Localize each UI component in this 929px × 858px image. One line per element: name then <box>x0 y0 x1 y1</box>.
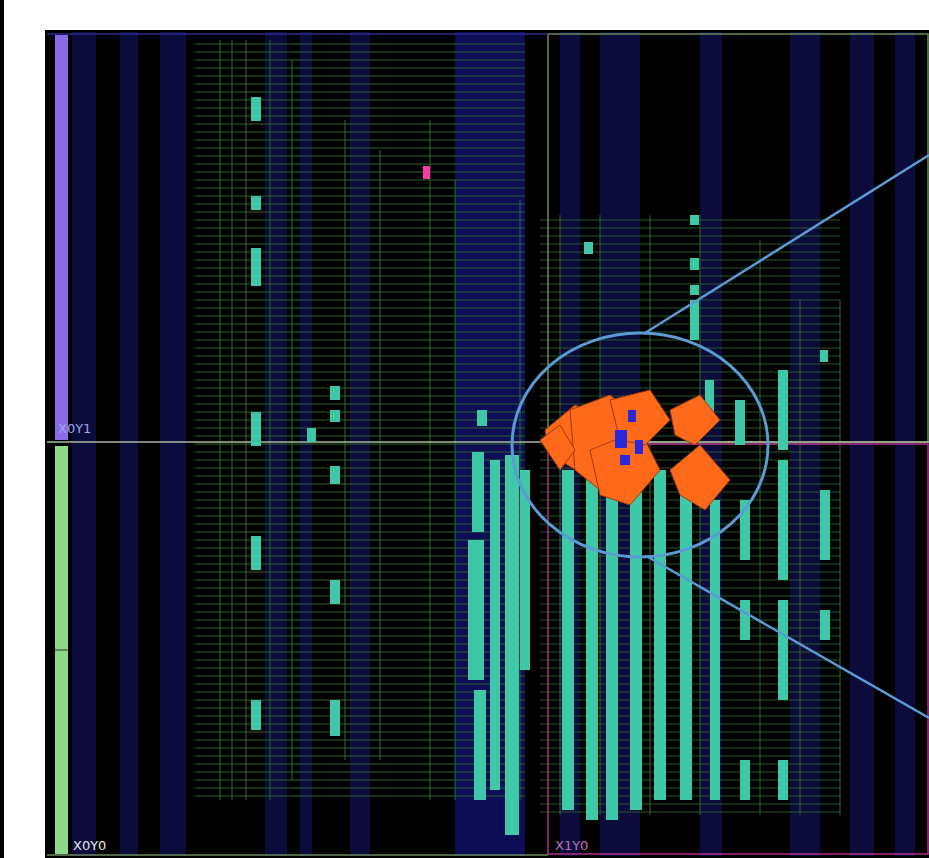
clock-region-label: X0Y0 <box>71 838 108 853</box>
clock-region-label: X1Y0 <box>553 838 590 853</box>
clock-region-label: X0Y1 <box>56 421 93 436</box>
